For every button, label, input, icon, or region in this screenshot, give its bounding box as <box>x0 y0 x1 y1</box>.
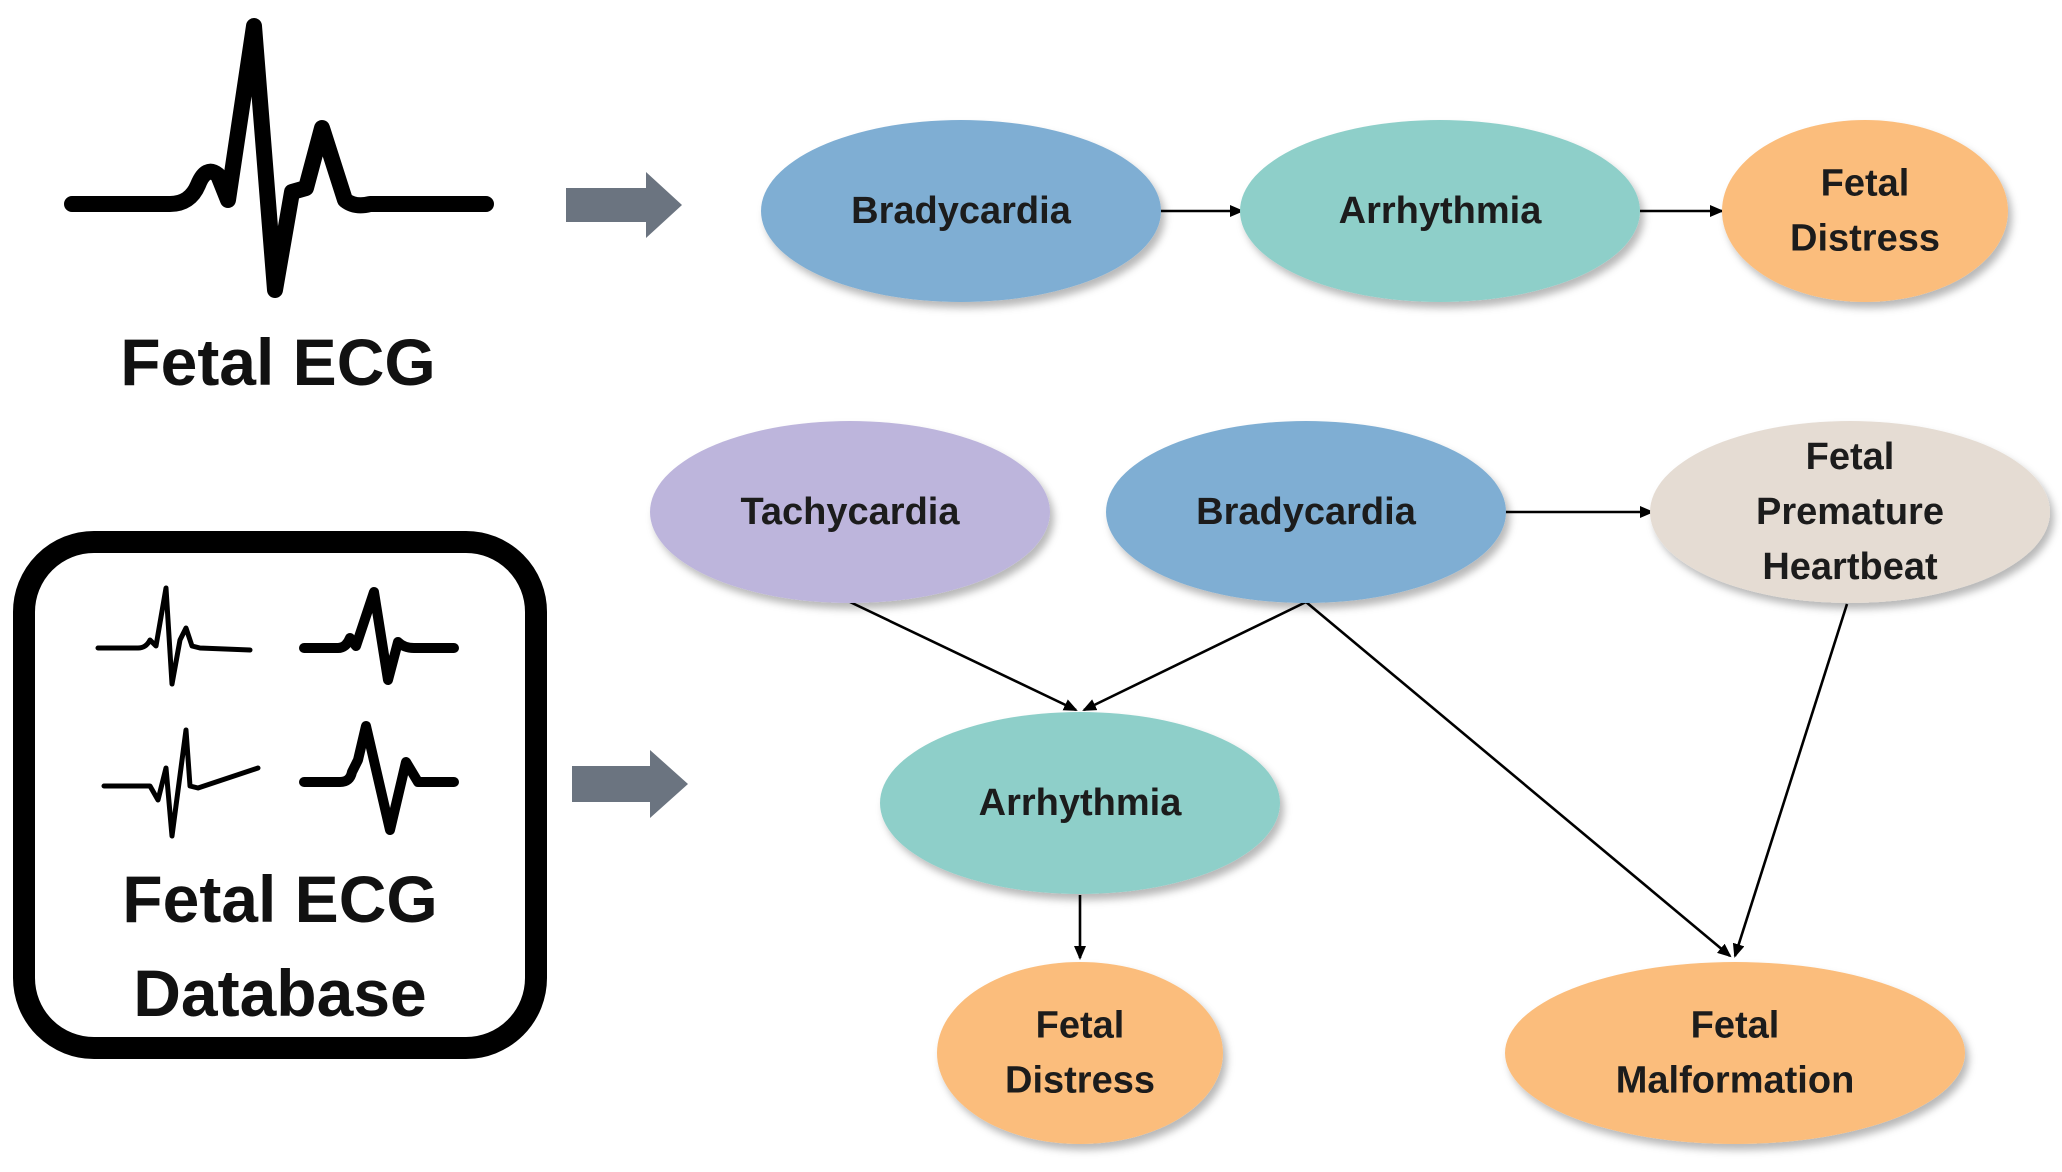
fetal-distress-ellipse <box>937 962 1223 1144</box>
fetal-ecg-database-source: Fetal ECG Database <box>13 531 547 1059</box>
edge-bradycardia-to-arrhythmia <box>1082 600 1307 712</box>
arrhythmia-label-line-1: Arrhythmia <box>1339 190 1543 232</box>
block-arrow-icon <box>572 750 688 818</box>
fetal-malformation-label-line-2: Malformation <box>1616 1060 1855 1102</box>
bradycardia-label-line-1: Bradycardia <box>851 190 1072 232</box>
ecg-waveform-small-icon <box>101 727 261 839</box>
arrhythmia-ellipse <box>1240 120 1640 302</box>
fetal-ecg-label: Fetal ECG <box>120 325 435 399</box>
fetal-distress-label-line-1: Fetal <box>1821 163 1910 205</box>
tachycardia-ellipse <box>650 421 1050 603</box>
edge-premature-heartbeat-to-fetal-malformation <box>1732 603 1849 958</box>
bottom-arrhythmia-node: Arrhythmia <box>880 712 1280 894</box>
fetal-premature-heartbeat-ellipse <box>1650 421 2050 603</box>
top-arrhythmia-node: Arrhythmia <box>1240 120 1640 302</box>
database-frame <box>13 531 547 1059</box>
bradycardia-ellipse <box>1106 421 1506 603</box>
block-arrow-icon <box>566 172 682 238</box>
fetal-premature-heartbeat-label-line-1: Fetal <box>1806 436 1895 478</box>
fetal-distress-label-line-1: Fetal <box>1036 1005 1125 1047</box>
fetal-malformation-ellipse <box>1505 962 1965 1144</box>
fetal-premature-heartbeat-label-line-2: Premature <box>1756 491 1944 533</box>
fetal-ecg-source: Fetal ECG <box>64 18 494 399</box>
bottom-bradycardia-node: Bradycardia <box>1106 421 1506 603</box>
database-label-line2: Database <box>133 956 427 1030</box>
edge-bradycardia-to-fetal-malformation <box>1305 601 1732 958</box>
tachycardia-label-line-1: Tachycardia <box>741 491 961 533</box>
fetal-distress-label-line-2: Distress <box>1005 1060 1155 1102</box>
edge-tachycardia-to-arrhythmia <box>849 600 1078 712</box>
ecg-waveform-icon <box>64 18 494 298</box>
fetal-distress-label-line-2: Distress <box>1790 218 1940 260</box>
fetal-distress-ellipse <box>1722 120 2008 302</box>
ecg-waveform-small-icon <box>299 587 459 685</box>
ecg-waveform-small-icon <box>299 721 459 835</box>
ecg-waveform-small-icon <box>95 585 253 687</box>
fetal-premature-heartbeat-label-line-3: Heartbeat <box>1762 546 1938 588</box>
arrhythmia-label-line-1: Arrhythmia <box>979 782 1183 824</box>
arrhythmia-ellipse <box>880 712 1280 894</box>
top-bradycardia-node: Bradycardia <box>761 120 1161 302</box>
bottom-tachycardia-node: Tachycardia <box>650 421 1050 603</box>
fetal-malformation-label-line-1: Fetal <box>1691 1005 1780 1047</box>
bradycardia-label-line-1: Bradycardia <box>1196 491 1417 533</box>
database-label-line1: Fetal ECG <box>122 862 437 936</box>
bradycardia-ellipse <box>761 120 1161 302</box>
